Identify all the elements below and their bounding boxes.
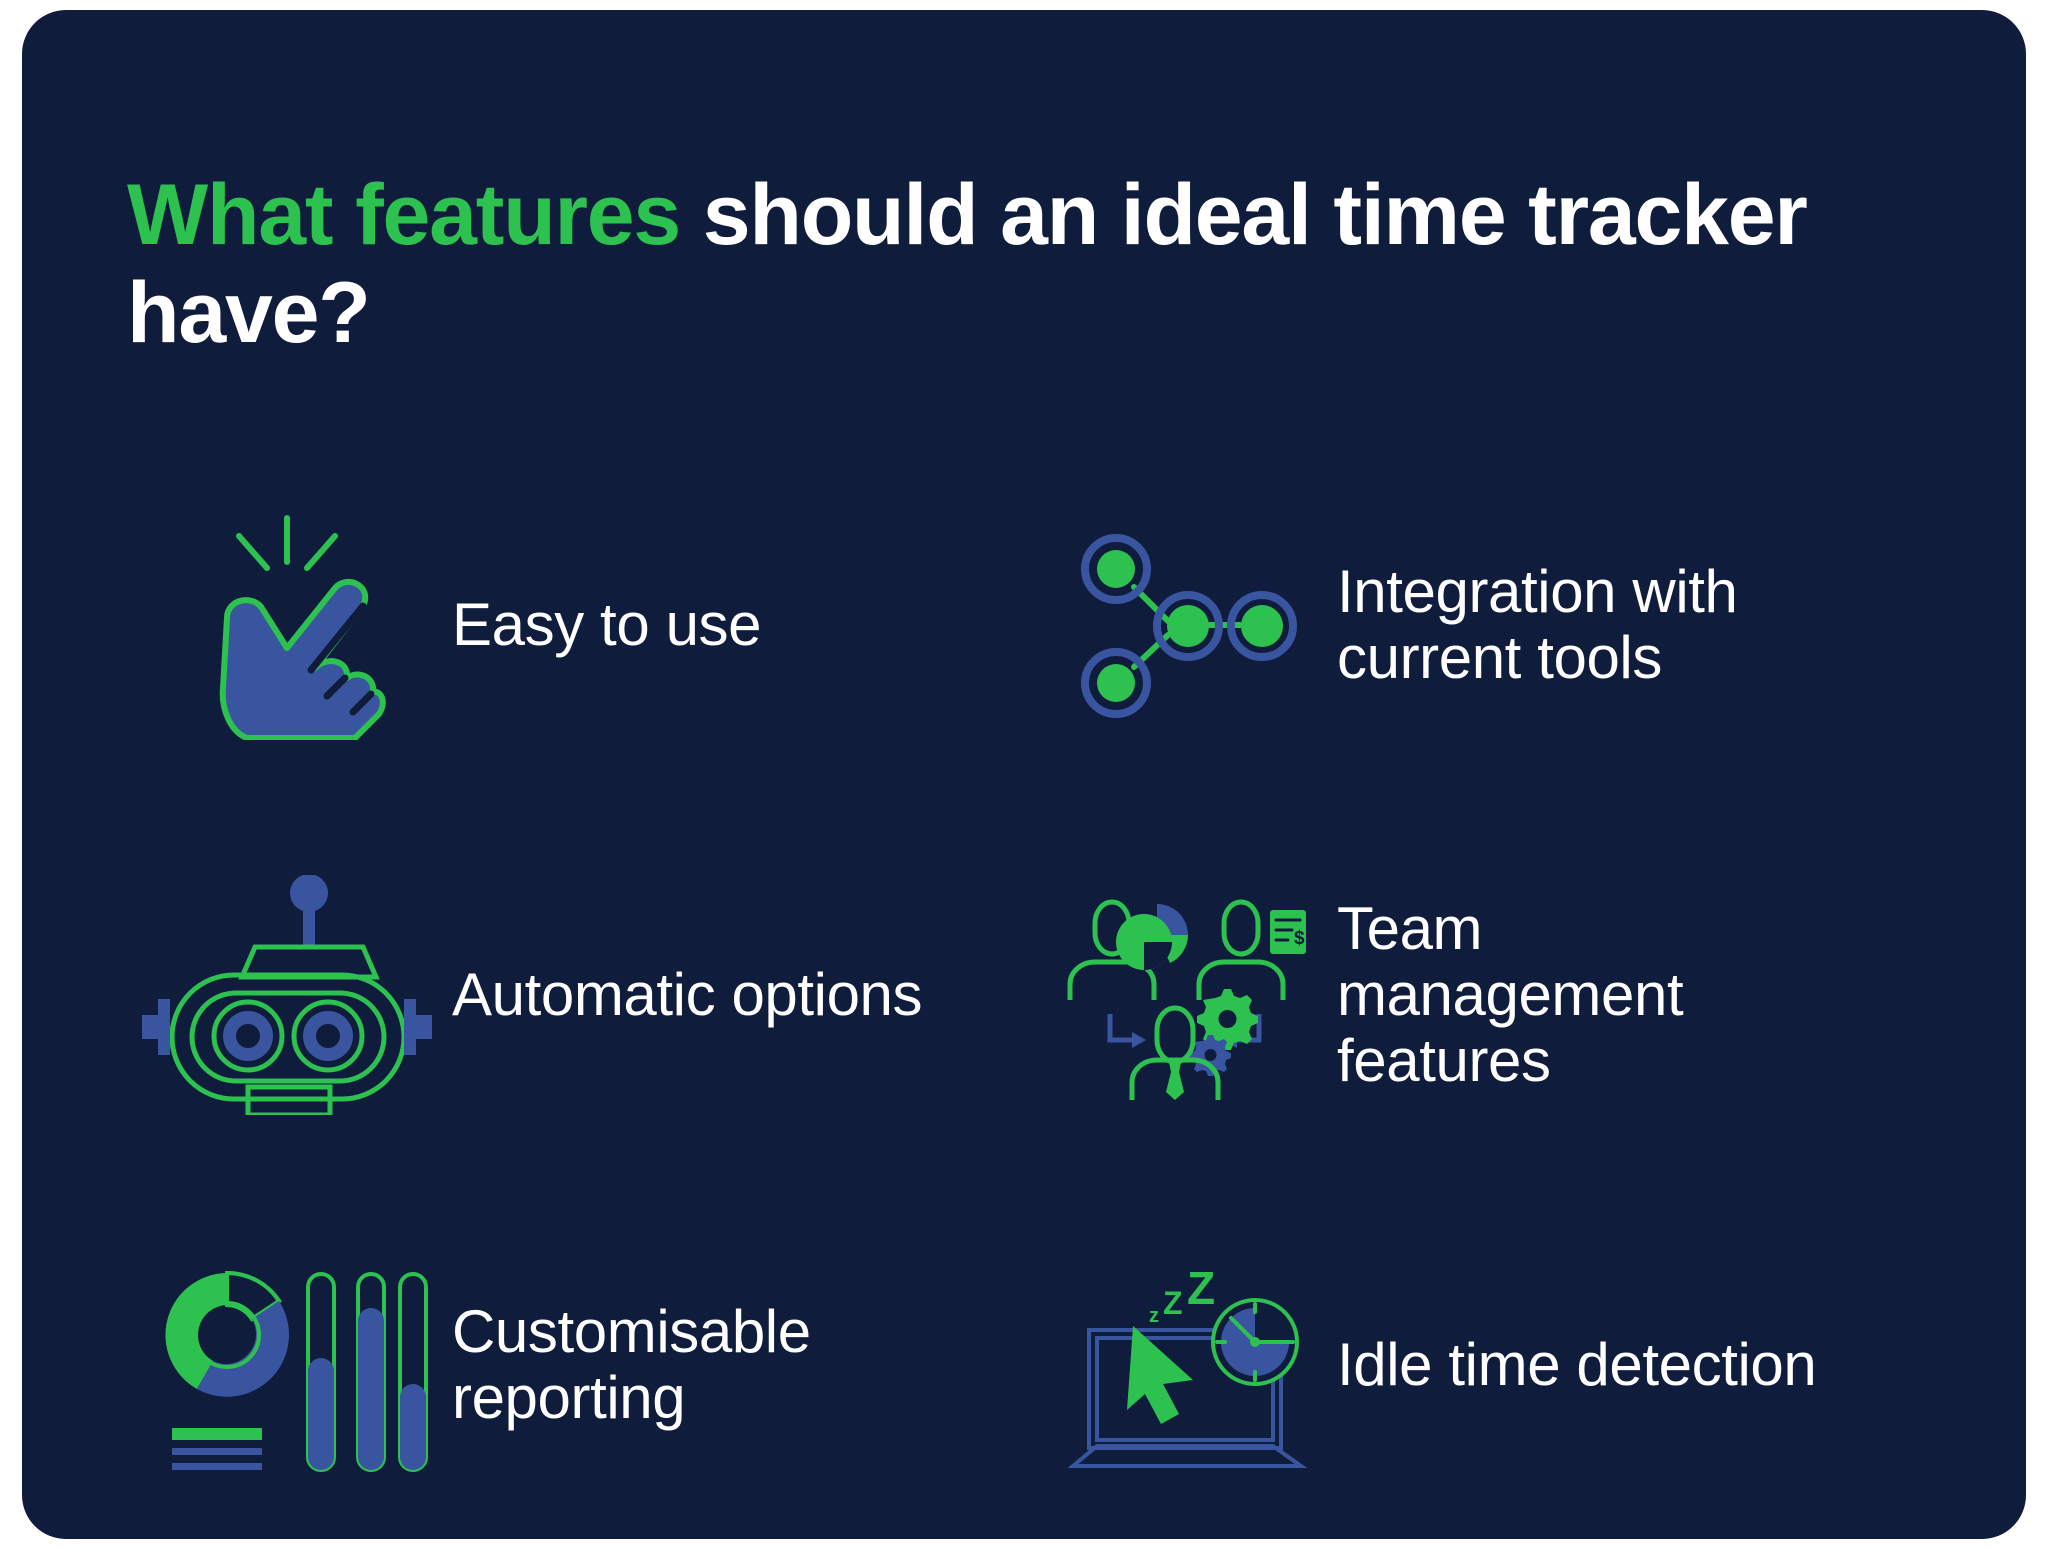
feature-label: Team management features: [1337, 895, 1684, 1094]
infographic-card: What features should an ideal time track…: [22, 10, 2026, 1539]
page-title-highlight: What features: [127, 166, 681, 263]
feature-item-idle-time-detection: z Z Z: [1037, 1180, 1952, 1539]
feature-label: Easy to use: [452, 591, 762, 658]
feature-label: Integration with current tools: [1337, 558, 1738, 691]
sleep-z-medium: Z: [1163, 1285, 1183, 1321]
feature-item-easy-to-use: Easy to use: [122, 440, 1037, 810]
team-people-icon: $: [1037, 865, 1337, 1125]
feature-item-team-management-features: $: [1037, 810, 1952, 1180]
page-title: What features should an ideal time track…: [127, 166, 1887, 362]
feature-label: Idle time detection: [1337, 1331, 1817, 1398]
robot-head-icon: [122, 865, 452, 1125]
sleep-z-small: z: [1149, 1305, 1159, 1327]
feature-label: Customisable reporting: [452, 1298, 811, 1431]
feature-item-integration-with-current-tools: Integration with current tools: [1037, 440, 1952, 810]
sleep-z-large: Z: [1187, 1262, 1215, 1314]
network-nodes-icon: [1037, 495, 1337, 755]
feature-grid: Easy to use: [122, 440, 1952, 1539]
page-title-rest: should an ideal time tracker have?: [127, 166, 1808, 361]
feature-label: Automatic options: [452, 961, 923, 1028]
laptop-sleep-clock-icon: z Z Z: [1037, 1235, 1337, 1495]
feature-item-automatic-options: Automatic options: [122, 810, 1037, 1180]
tap-hand-icon: [122, 495, 452, 755]
donut-chart-icon: [122, 1235, 452, 1495]
invoice-dollar-label: $: [1294, 928, 1305, 949]
feature-item-customisable-reporting: Customisable reporting: [122, 1180, 1037, 1539]
